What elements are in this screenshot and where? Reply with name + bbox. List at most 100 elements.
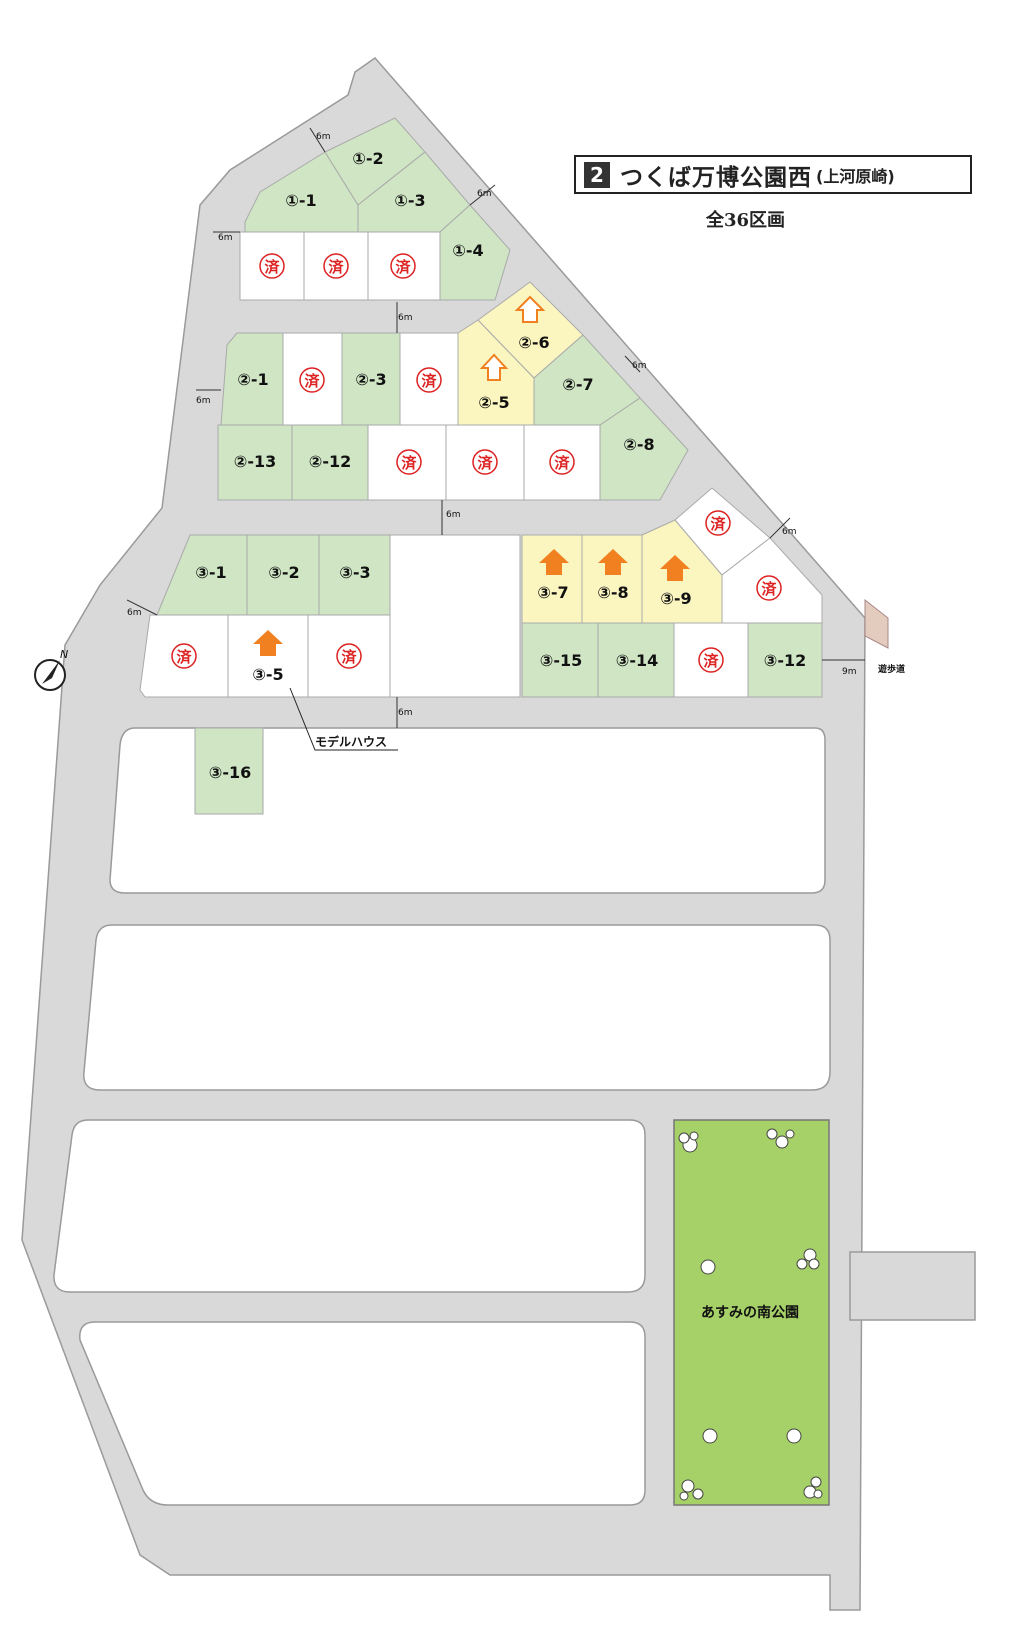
svg-text:済: 済 xyxy=(554,454,570,472)
promenade-path xyxy=(864,598,889,649)
lot-3-16[interactable] xyxy=(194,727,264,815)
house-filled-icon-3-5 xyxy=(253,630,283,656)
house-filled-icon-3-9 xyxy=(660,555,690,581)
lot-label: ③-1 xyxy=(195,563,226,582)
house-filled-icon-3-8 xyxy=(598,549,628,575)
promenade-label: 遊歩道 xyxy=(878,663,905,675)
lot-label: ①-3 xyxy=(394,191,425,210)
svg-text:済: 済 xyxy=(401,454,417,472)
lot-label: ①-1 xyxy=(285,191,316,210)
lot-label: ②-6 xyxy=(518,333,549,352)
sold-mark-2: 済 xyxy=(323,253,349,279)
svg-text:済: 済 xyxy=(421,372,437,390)
title-sub: (上河原崎) xyxy=(816,166,895,186)
park-area xyxy=(673,1119,830,1506)
lot-3-15[interactable] xyxy=(521,622,599,698)
road-width-1: 6m xyxy=(316,132,331,142)
house-icons xyxy=(253,295,690,656)
lot-2-3[interactable] xyxy=(341,332,401,426)
house-outline-icon-2-6 xyxy=(514,295,546,323)
north-label: N xyxy=(60,648,68,661)
house-outline-icon-2-5 xyxy=(479,353,509,381)
lot-label: ③-7 xyxy=(537,583,568,602)
lot-label: ③-9 xyxy=(660,589,691,608)
model-house-callout: モデルハウス xyxy=(289,687,398,751)
block-4 xyxy=(109,727,826,894)
svg-text:済: 済 xyxy=(176,648,192,666)
lot-label: ②-13 xyxy=(234,452,276,471)
lot-label: ①-4 xyxy=(452,241,483,260)
sold-mark-1: 済 xyxy=(259,253,285,279)
road-width-10: 9m xyxy=(842,667,857,677)
lot-3-3[interactable] xyxy=(318,534,391,616)
north-arrow-icon xyxy=(42,660,60,684)
total-lots: 全36区画 xyxy=(706,210,786,231)
model-house-label: モデルハウス xyxy=(315,734,387,749)
lot-3-13-sold[interactable] xyxy=(673,622,749,698)
lot-labels: ①-1 ①-2 ①-3 ①-4 ②-1 ②-3 ②-5 ②-6 ②-7 ②-8 … xyxy=(195,149,806,782)
park-label: あすみの南公園 xyxy=(701,1304,799,1321)
lot-label: ②-5 xyxy=(478,393,509,412)
svg-text:済: 済 xyxy=(341,648,357,666)
sold-mark-11: 済 xyxy=(705,510,731,536)
sold-mark-9: 済 xyxy=(171,643,197,669)
lot-3-4-sold[interactable] xyxy=(139,614,229,698)
block-2 xyxy=(217,281,689,501)
lot-2-11-sold[interactable] xyxy=(367,424,447,501)
lot-1-sold-b[interactable] xyxy=(303,231,369,301)
sold-mark-12: 済 xyxy=(756,575,782,601)
lot-3-2[interactable] xyxy=(246,534,320,616)
house-filled-icon-3-7 xyxy=(539,549,569,575)
park: あすみの南公園 xyxy=(673,1119,830,1506)
svg-text:済: 済 xyxy=(304,372,320,390)
title-main: つくば万博公園西 xyxy=(620,164,812,191)
lot-3-8[interactable] xyxy=(581,534,643,624)
lot-label: ③-16 xyxy=(209,763,251,782)
lot-2-12[interactable] xyxy=(291,424,369,501)
sold-mark-5: 済 xyxy=(416,367,442,393)
lot-2-9-sold[interactable] xyxy=(523,424,601,501)
svg-text:済: 済 xyxy=(761,580,777,598)
sold-mark-13: 済 xyxy=(698,647,724,673)
title-box: 2 つくば万博公園西 (上河原崎) xyxy=(574,155,972,194)
road-east-branch xyxy=(849,1251,976,1321)
road-width-5: 6m xyxy=(632,361,647,371)
block-7 xyxy=(79,1321,646,1506)
lot-1-sold-a[interactable] xyxy=(239,231,305,301)
lot-3-6-sold[interactable] xyxy=(307,614,391,698)
lot-label: ②-7 xyxy=(562,375,593,394)
lot-3-7[interactable] xyxy=(521,534,583,624)
lot-2-2-sold[interactable] xyxy=(282,332,343,426)
lot-3-11-sold[interactable] xyxy=(721,537,823,624)
svg-text:済: 済 xyxy=(710,515,726,533)
lot-label: ③-15 xyxy=(540,651,582,670)
block-6 xyxy=(53,1119,646,1293)
park-tree-icons xyxy=(678,1128,823,1501)
lot-2-13[interactable] xyxy=(217,424,293,501)
lot-label: ②-8 xyxy=(623,435,654,454)
sold-marks: 済 済 済 済 済 済 済 済 済 済 済 済 済 xyxy=(171,253,782,673)
sold-mark-8: 済 xyxy=(549,449,575,475)
width-arrow-icons xyxy=(126,127,865,728)
north-compass: N xyxy=(34,648,68,691)
svg-text:済: 済 xyxy=(703,652,719,670)
lot-1-sold-c[interactable] xyxy=(367,231,441,301)
sold-mark-3: 済 xyxy=(390,253,416,279)
road-width-8: 6m xyxy=(782,527,797,537)
lot-label: ③-14 xyxy=(616,651,658,670)
lot-label: ①-2 xyxy=(352,149,383,168)
road-width-9: 6m xyxy=(127,608,142,618)
lot-2-4-sold[interactable] xyxy=(399,332,459,426)
lower-blocks xyxy=(53,727,831,1506)
sold-mark-6: 済 xyxy=(396,449,422,475)
svg-text:済: 済 xyxy=(328,258,344,276)
svg-text:済: 済 xyxy=(264,258,280,276)
lot-label: ③-12 xyxy=(764,651,806,670)
block-5 xyxy=(83,924,831,1091)
sold-mark-4: 済 xyxy=(299,367,325,393)
lot-3-open-lot[interactable] xyxy=(389,534,521,698)
lot-label: ②-1 xyxy=(237,370,268,389)
sold-mark-10: 済 xyxy=(336,643,362,669)
title-number: 2 xyxy=(584,161,610,188)
